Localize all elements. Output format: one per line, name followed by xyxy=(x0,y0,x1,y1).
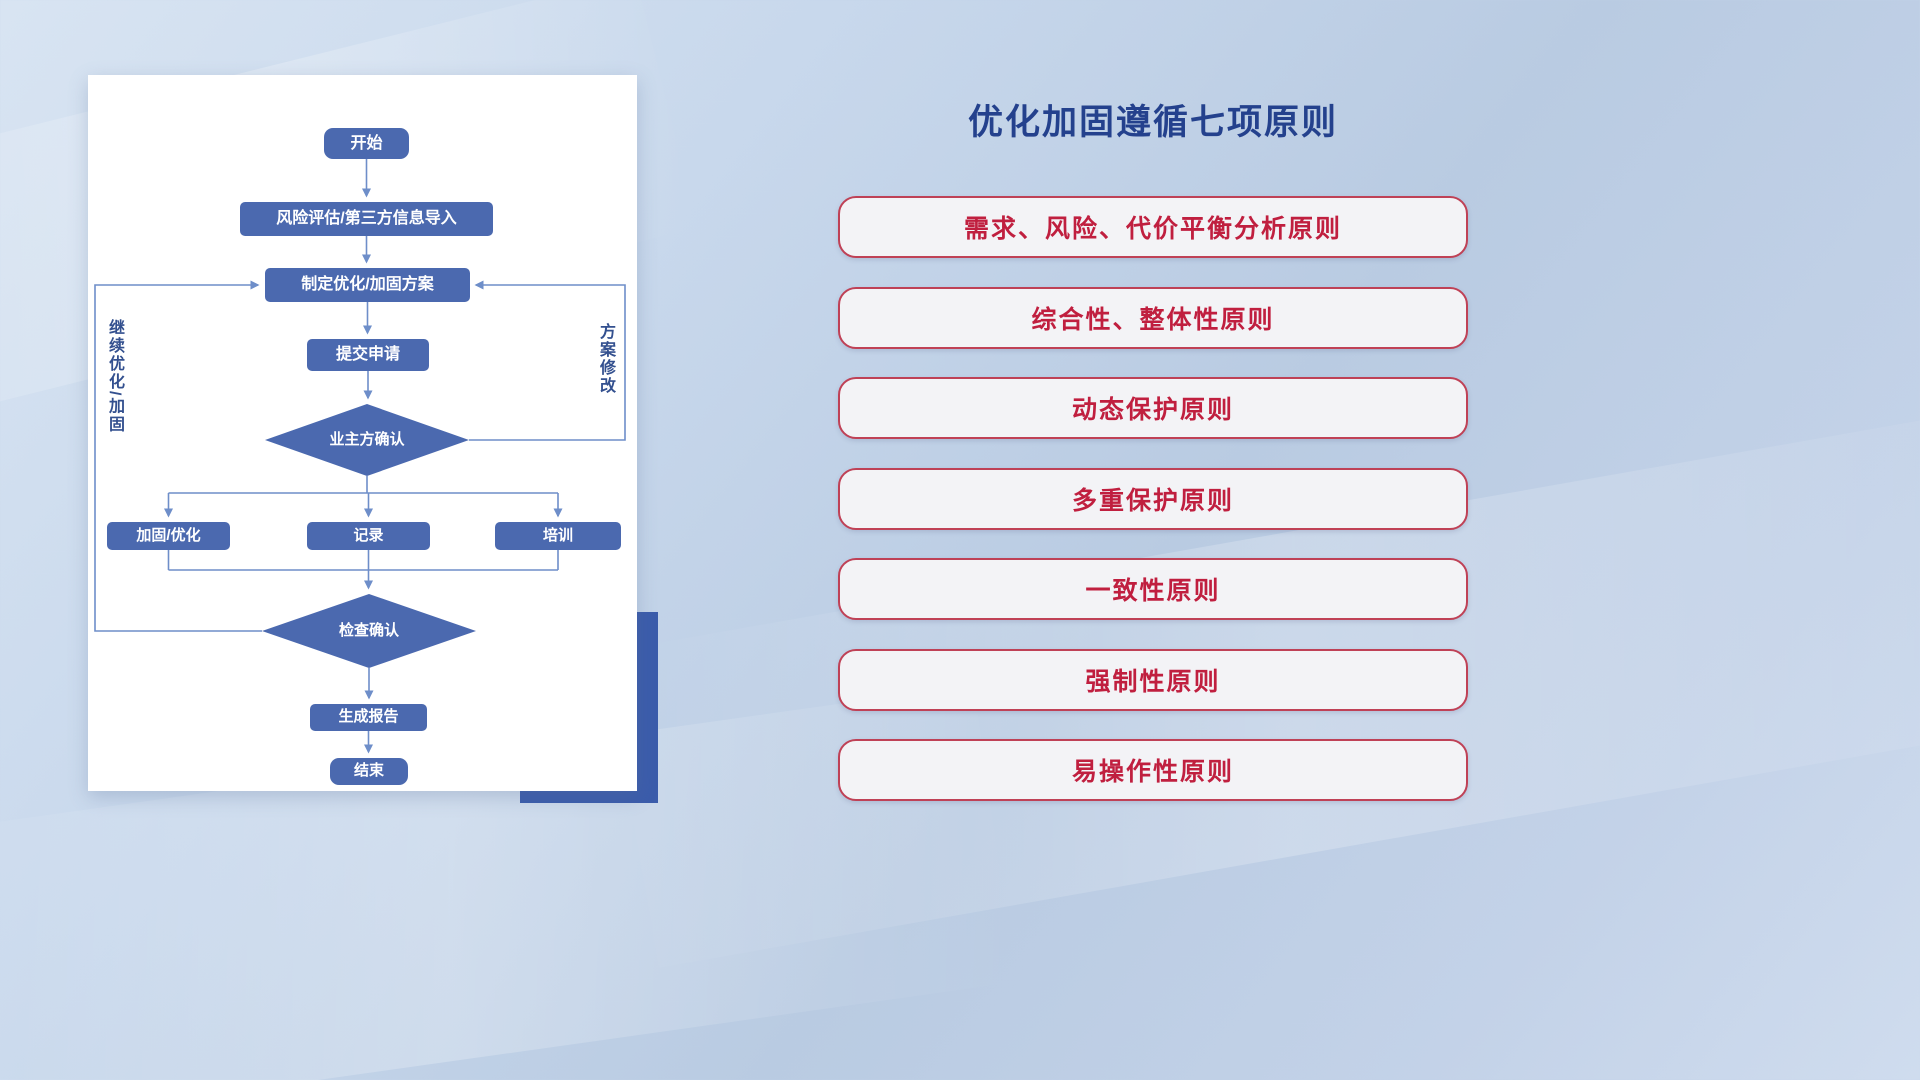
flow-node-report: 生成报告 xyxy=(310,704,427,731)
principle-label: 综合性、整体性原则 xyxy=(1031,306,1275,334)
loop-label-continue-optimize: 继续优化/加固 xyxy=(106,319,123,434)
flowchart-edges xyxy=(94,159,626,754)
principle-label: 易操作性原则 xyxy=(1071,758,1234,786)
principle-card-2: 综合性、整体性原则 xyxy=(838,287,1468,349)
flow-node-end: 结束 xyxy=(330,758,408,785)
principle-card-4: 多重保护原则 xyxy=(838,468,1468,530)
flow-node-risk-import: 风险评估/第三方信息导入 xyxy=(240,202,493,236)
principle-label: 需求、风险、代价平衡分析原则 xyxy=(963,215,1342,243)
flow-node-submit: 提交申请 xyxy=(307,339,429,371)
principle-label: 动态保护原则 xyxy=(1071,396,1234,424)
principle-card-3: 动态保护原则 xyxy=(838,377,1468,439)
flow-node-make-plan: 制定优化/加固方案 xyxy=(265,268,470,302)
principle-card-6: 强制性原则 xyxy=(838,649,1468,711)
principle-card-7: 易操作性原则 xyxy=(838,739,1468,801)
principle-label: 多重保护原则 xyxy=(1071,487,1234,515)
loop-label-plan-revision: 方案修改 xyxy=(597,323,614,395)
flow-node-record: 记录 xyxy=(307,522,430,550)
page-title: 优化加固遵循七项原则 xyxy=(967,103,1338,142)
principle-label: 强制性原则 xyxy=(1085,668,1221,696)
flowchart-panel: 开始 风险评估/第三方信息导入 制定优化/加固方案 提交申请 业主方确认 加固/… xyxy=(88,75,637,791)
flow-node-harden: 加固/优化 xyxy=(107,522,230,550)
flow-node-start: 开始 xyxy=(324,128,409,159)
principle-label: 一致性原则 xyxy=(1085,577,1221,605)
flowchart-connectors xyxy=(94,159,626,754)
principle-card-1: 需求、风险、代价平衡分析原则 xyxy=(838,196,1468,258)
principle-card-5: 一致性原则 xyxy=(838,558,1468,620)
flow-node-training: 培训 xyxy=(495,522,621,550)
